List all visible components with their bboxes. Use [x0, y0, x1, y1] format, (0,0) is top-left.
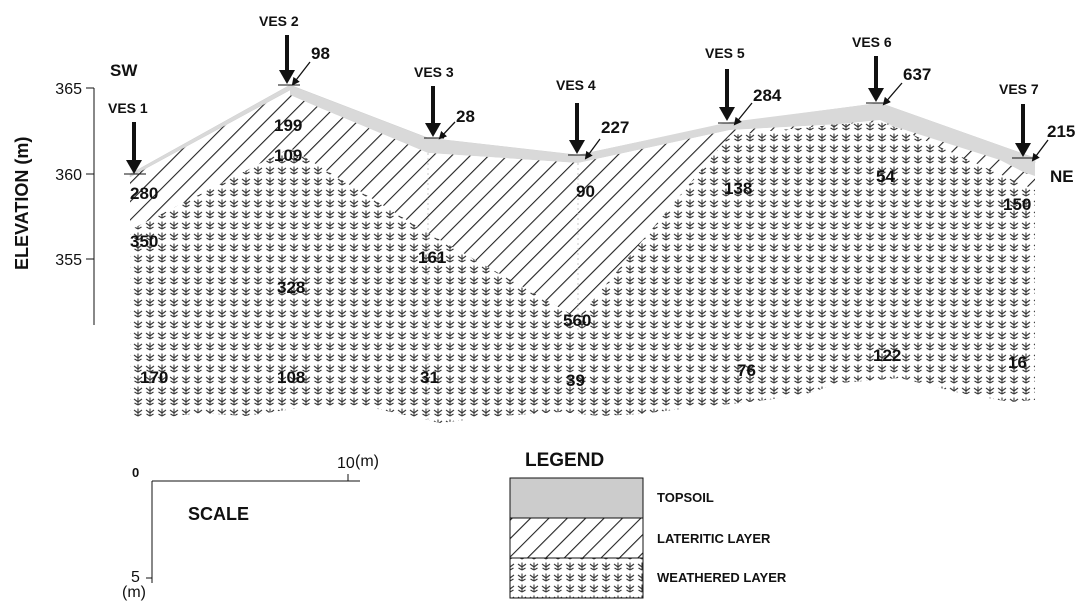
ves-5-lateritic-value: 138: [724, 179, 752, 198]
ves-1-topsoil-value: 280: [130, 184, 158, 203]
legend: LEGEND TOPSOIL LATERITIC LAYER WEATHERED…: [509, 450, 787, 599]
ves-5-marker: VES 5: [705, 45, 753, 126]
ves-1-marker: VES 1: [108, 100, 148, 175]
ves-6-lateritic-value: 54: [876, 167, 895, 186]
legend-label-topsoil: TOPSOIL: [657, 490, 714, 505]
ves-7-label: VES 7: [999, 81, 1039, 97]
ves-2-lateritic-value: 109: [274, 146, 302, 165]
ves-4-topsoil-value: 227: [601, 118, 629, 137]
ves-7-topsoil-value: 215: [1047, 122, 1075, 141]
ves-4-label: VES 4: [556, 77, 596, 93]
ves-1-label: VES 1: [108, 100, 148, 116]
legend-swatch-lateritic: [509, 517, 644, 559]
ves-6-topsoil-value: 637: [903, 65, 931, 84]
scale-bar: 0 10 (m) 5 (m) SCALE: [122, 453, 379, 601]
ves-1-weathered-value: 170: [140, 368, 168, 387]
legend-label-lateritic: LATERITIC LAYER: [657, 531, 771, 546]
legend-swatch-weathered: [509, 557, 644, 599]
scale-v-unit: (m): [122, 584, 146, 601]
ves-6-label: VES 6: [852, 34, 892, 50]
y-tick-355: 355: [55, 252, 82, 269]
y-tick-360: 360: [55, 167, 82, 184]
ves-4-lateritic-value: 90: [576, 182, 595, 201]
direction-ne: NE: [1050, 167, 1074, 186]
ves-2-mid-value: 328: [277, 278, 305, 297]
ves-2-upper-value: 199: [274, 116, 302, 135]
legend-label-weathered: WEATHERED LAYER: [657, 570, 787, 585]
y-tick-365: 365: [55, 81, 82, 98]
ves-2-weathered-value: 108: [277, 368, 305, 387]
lateritic-layer-upper: [130, 95, 1035, 318]
ves-3-marker: VES 3: [414, 64, 456, 140]
ves-1-lateritic-value: 350: [130, 232, 158, 251]
ves-6-marker: VES 6: [852, 34, 903, 106]
ves-4-marker: VES 4: [556, 77, 601, 160]
ves-7-lateritic-value: 150: [1003, 195, 1031, 214]
topsoil-layer-body: [290, 88, 1035, 176]
scale-h-unit: (m): [355, 453, 379, 470]
scale-h-end: 10: [337, 455, 355, 472]
ves-4-weathered-value: 39: [566, 371, 585, 390]
direction-sw: SW: [110, 61, 138, 80]
legend-swatch-topsoil: [509, 477, 644, 519]
elevation-axis: 365 360 355 ELEVATION (m): [12, 81, 95, 325]
ves-5-topsoil-value: 284: [753, 86, 782, 105]
ves-3-weathered-value: 31: [420, 368, 439, 387]
ves-6-weathered-value: 122: [873, 346, 901, 365]
scale-v-end: 5: [131, 569, 140, 586]
ves-5-weathered-value: 76: [737, 361, 756, 380]
scale-h-zero: 0: [132, 465, 139, 480]
legend-title: LEGEND: [525, 450, 604, 471]
scale-label: SCALE: [188, 504, 249, 524]
ves-7-marker: VES 7: [999, 81, 1049, 162]
y-axis-label: ELEVATION (m): [12, 137, 32, 270]
ves-2-marker: VES 2: [259, 13, 311, 86]
ves-5-label: VES 5: [705, 45, 745, 61]
ves-7-weathered-value: 16: [1008, 353, 1027, 372]
ves-3-lateritic-value: 161: [418, 248, 446, 267]
ves-3-label: VES 3: [414, 64, 454, 80]
ves-2-topsoil-value: 98: [311, 44, 330, 63]
ves-2-label: VES 2: [259, 13, 299, 29]
ves-4-mid-value: 560: [563, 311, 591, 330]
ves-3-topsoil-value: 28: [456, 107, 475, 126]
